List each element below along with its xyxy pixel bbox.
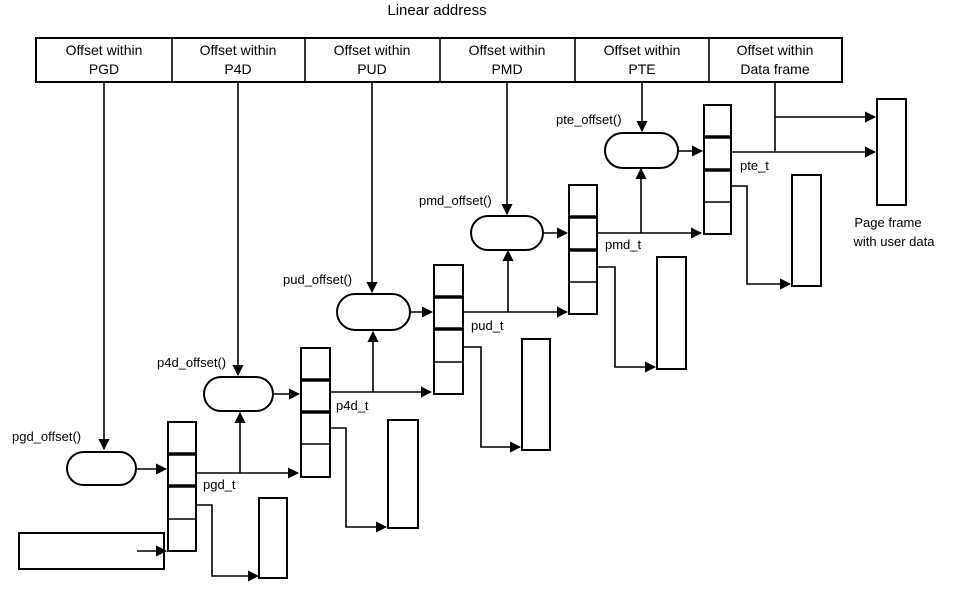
pud-type-label: pud_t	[471, 318, 504, 333]
pmd-type-label: pmd_t	[605, 237, 642, 252]
pgd-offset-function	[66, 451, 137, 486]
pgd-table	[167, 421, 197, 552]
header-cell-pgd-line1: Offset within	[66, 42, 143, 58]
pud-page-frame	[521, 338, 551, 451]
pmd-offset-label: pmd_offset()	[419, 193, 492, 208]
header-cell-pud-line1: Offset within	[334, 42, 411, 58]
header-cell-data-line1: Offset within	[737, 42, 814, 58]
header-cell-pgd-line2: PGD	[89, 61, 119, 77]
p4d-type-label: p4d_t	[336, 398, 369, 413]
pgd-type-label: pgd_t	[203, 477, 236, 492]
p4d-offset-label: p4d_offset()	[157, 355, 226, 370]
pte-page-frame	[791, 174, 822, 287]
header-cell-pud-line2: PUD	[357, 61, 387, 77]
header-cell-data-line2: Data frame	[740, 61, 809, 77]
page-frame-label-line2: with user data	[853, 234, 936, 249]
page-frame-label-line1: Page frame	[854, 215, 921, 230]
header-cell-p4d-line1: Offset within	[200, 42, 277, 58]
pud-table	[433, 264, 464, 395]
diagram-title: Linear address	[387, 2, 486, 19]
header-cell-pte-line2: PTE	[628, 61, 655, 77]
pte-offset-function	[604, 132, 679, 169]
pmd-offset-function	[470, 215, 544, 251]
pte-offset-label: pte_offset()	[556, 112, 622, 127]
header-cell-p4d-line2: P4D	[224, 61, 251, 77]
pud-offset-label: pud_offset()	[283, 272, 352, 287]
linear-address-header: Offset within PGD Offset within P4D Offs…	[35, 37, 843, 83]
pte-table	[703, 104, 732, 235]
header-cell-pmd-line2: PMD	[491, 61, 522, 77]
user-data-page-frame	[876, 98, 907, 206]
pte-type-label: pte_t	[740, 158, 769, 173]
pgd-page-frame	[258, 497, 288, 579]
p4d-table	[300, 347, 331, 478]
pmd-page-frame	[656, 256, 687, 370]
header-cell-pmd-line1: Offset within	[469, 42, 546, 58]
header-cell-pte-line1: Offset within	[604, 42, 681, 58]
p4d-offset-function	[203, 376, 274, 412]
pud-offset-function	[336, 293, 411, 331]
pmd-table	[568, 184, 598, 315]
p4d-page-frame	[387, 419, 419, 529]
pgd-offset-label: pgd_offset()	[12, 429, 81, 444]
